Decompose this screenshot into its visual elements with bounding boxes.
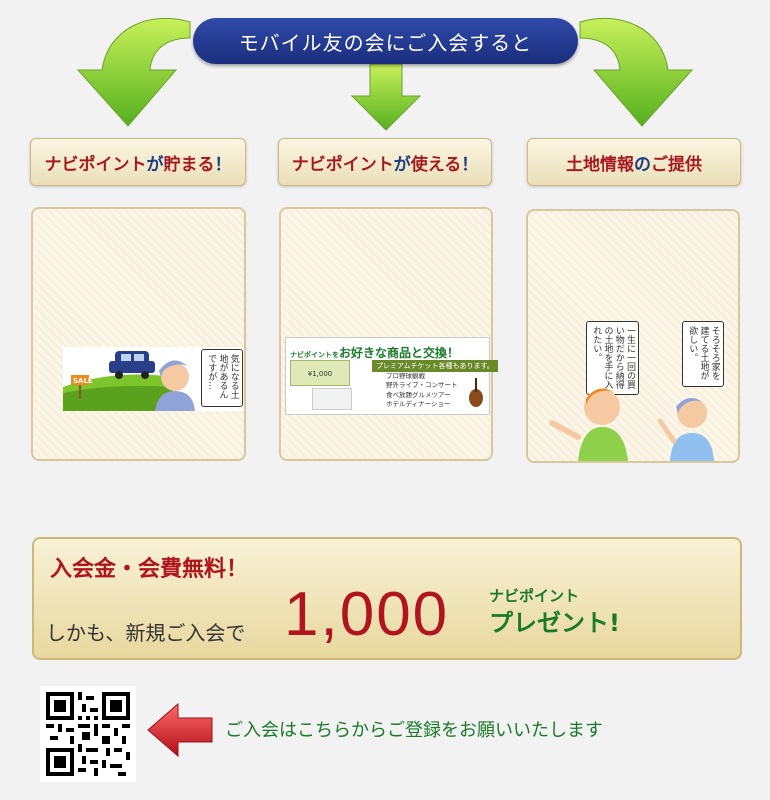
ticket-image — [312, 388, 352, 410]
sale-sign-label: SALE — [73, 377, 93, 385]
speech-bubble-left: 一生に一回の買い物だから納得の土地を手に入れたい。 — [586, 321, 639, 395]
exchange-banner: ナビポイントをお好きな商品と交換！ ¥1,000 プレミアムチケット各種もありま… — [285, 337, 498, 415]
tab-use-points: ナビポイントが使える！ — [278, 138, 492, 186]
people-illustration — [549, 388, 714, 461]
promo-box: 入会金・会費無料！ しかも、新規ご入会で 1,000 ナビポイント プレゼント! — [32, 537, 742, 660]
tab-earn-points: ナビポイントが貯まる！ — [30, 138, 246, 186]
membership-banner: モバイル友の会にご入会すると — [193, 18, 578, 64]
car-field-illustration — [63, 351, 195, 411]
promo-lead: しかも、新規ご入会で — [46, 621, 246, 645]
qr-code-image — [46, 692, 130, 776]
promo-amount: 1,000 — [284, 580, 450, 649]
exchange-headline: ナビポイントをお好きな商品と交換！ — [290, 346, 460, 360]
list-item: 食べ放題グルメツアー — [386, 390, 451, 399]
violin-icon — [469, 378, 483, 407]
speech-bubble-right: そろそろ家を建てる土地が欲しい。 — [682, 321, 724, 387]
banner-text: モバイル友の会にご入会すると — [238, 30, 533, 55]
arrows-graphic — [76, 17, 694, 131]
signup-cta-link[interactable]: ご入会はこちらからご登録をお願いいたします — [225, 720, 603, 741]
down-arrow-icon — [350, 63, 422, 131]
left-curved-arrow-icon — [76, 17, 191, 127]
right-curved-arrow-icon — [579, 17, 694, 127]
list-item: ホテルディナーショー — [386, 400, 451, 409]
gift-ticket: ¥1,000 — [290, 360, 350, 386]
promo-unit-bottom: プレゼント! — [489, 609, 620, 637]
earn-illustration: SALE 気になる土地があるんですが… — [63, 347, 243, 411]
left-arrow-icon — [147, 702, 213, 758]
promo-unit-top: ナビポイント — [489, 587, 580, 605]
panel-use-points: ナビポイントをお好きな商品と交換！ ¥1,000 プレミアムチケット各種もありま… — [279, 207, 498, 461]
panel-earn-points: SALE 気になる土地があるんですが… — [31, 207, 246, 461]
list-item: プロ野球観戦 — [386, 372, 425, 380]
speech-bubble: 気になる土地があるんですが… — [201, 349, 243, 407]
ticket-list: プロ野球観戦 野外ライブ・コンサート 食べ放題グルメツアー ホテルディナーショー — [386, 372, 458, 410]
list-item: 野外ライブ・コンサート — [386, 381, 458, 390]
panel-land-info: 一生に一回の買い物だから納得の土地を手に入れたい。 そろそろ家を建てる土地が欲し… — [526, 209, 740, 463]
tab-land-info: 土地情報のご提供 — [527, 138, 741, 186]
promo-title: 入会金・会費無料！ — [50, 557, 249, 582]
qr-code[interactable] — [40, 686, 136, 782]
premium-label: プレミアムチケット各種もあります。 — [372, 360, 498, 372]
